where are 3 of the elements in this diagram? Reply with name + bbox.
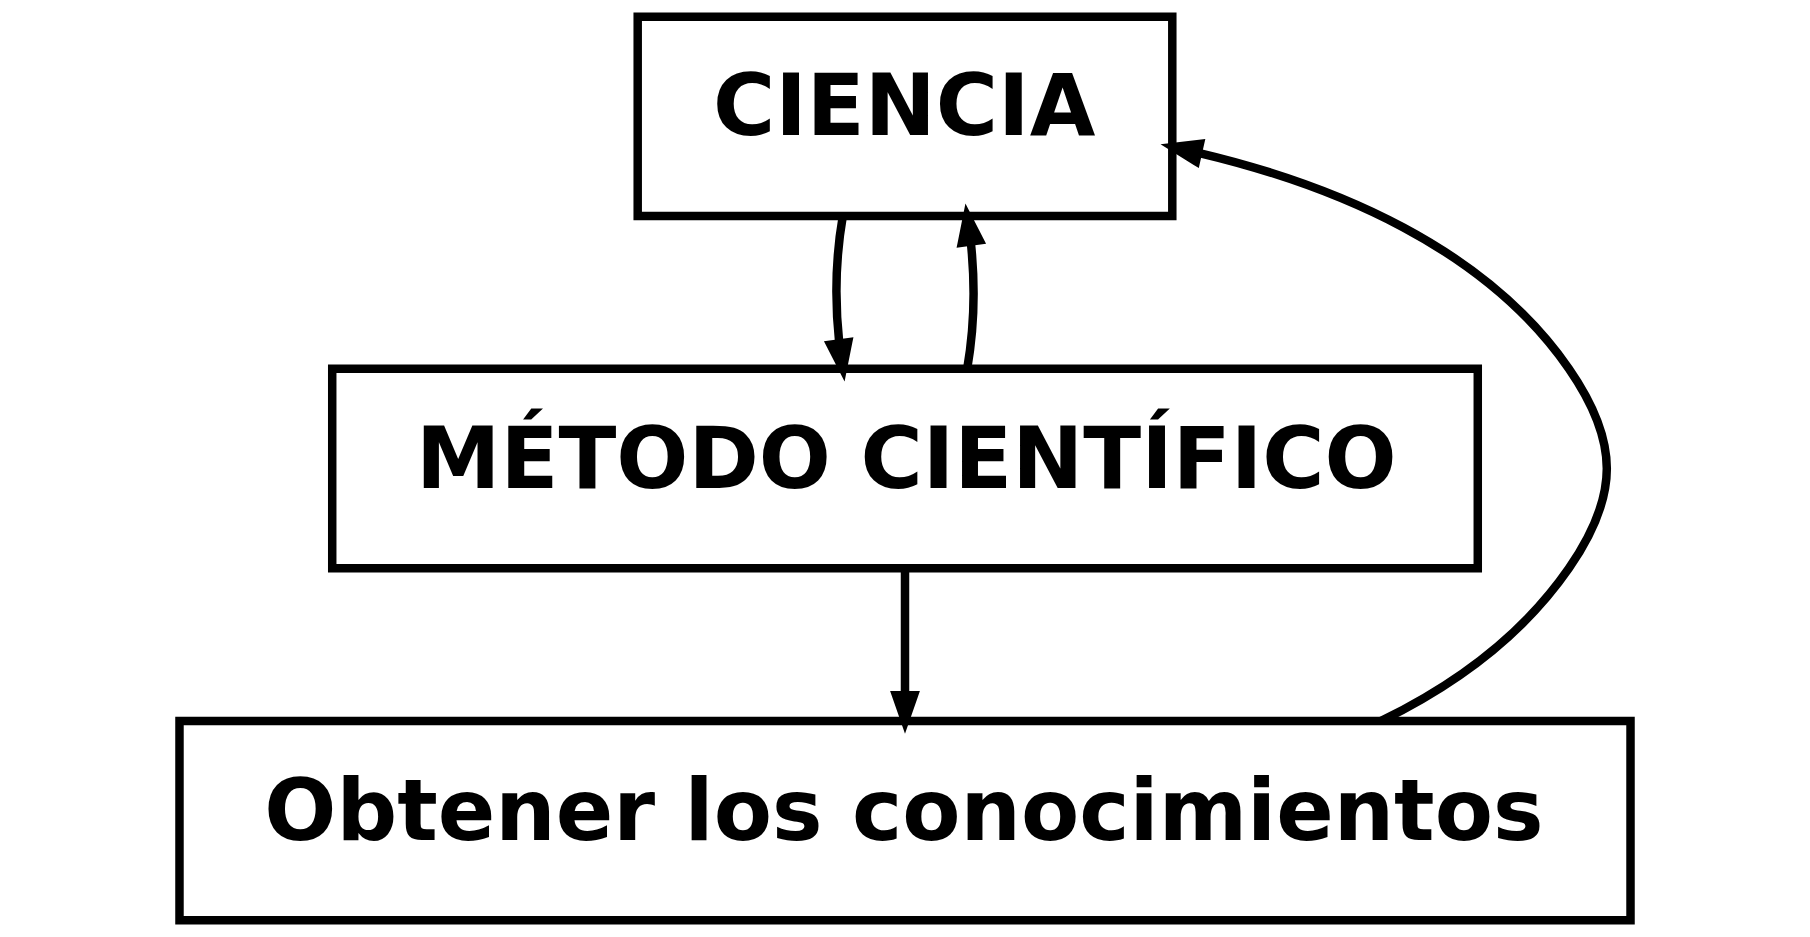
node-box: CIENCIA: [633, 12, 1177, 221]
node-box: Obtener los conocimientos: [175, 716, 1635, 925]
node-box: MÉTODO CIENTÍFICO: [328, 364, 1482, 573]
